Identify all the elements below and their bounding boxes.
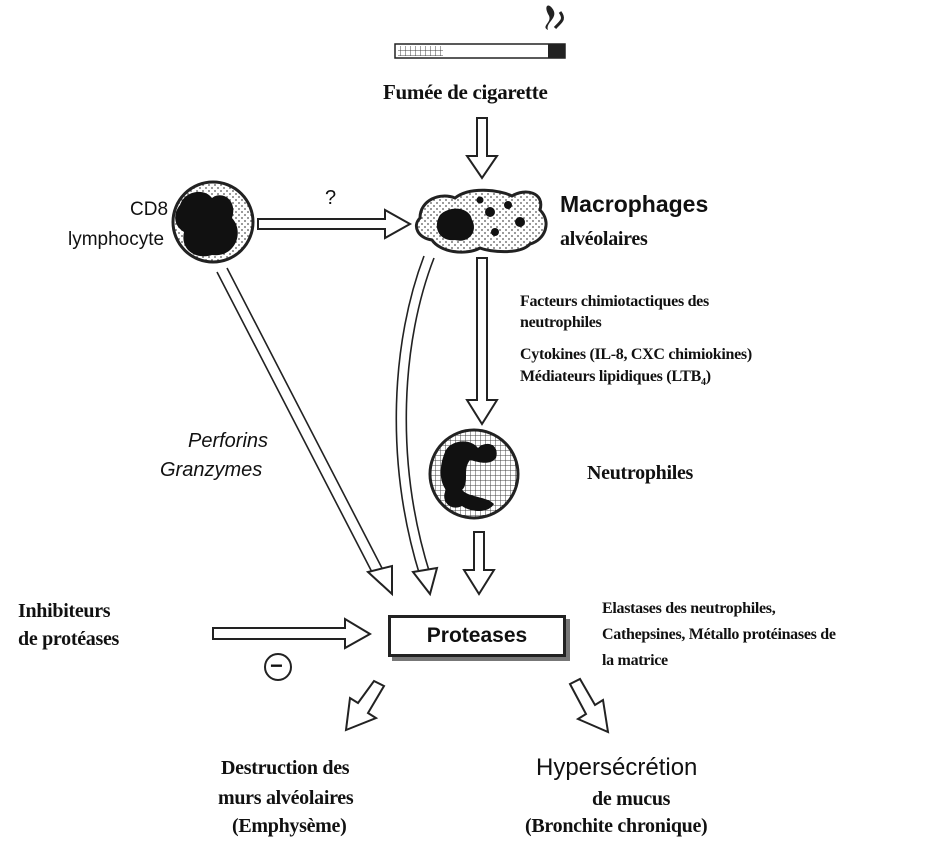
neutrophil-label: Neutrophiles <box>587 462 694 484</box>
perforins-label: Perforins <box>188 430 269 452</box>
factors-line4-text: Médiateurs lipidiques (LTB <box>520 368 701 385</box>
arrow-smoke-to-macrophage <box>465 117 499 180</box>
neutrophil-cell-icon <box>428 428 520 520</box>
arrow-macrophage-to-proteases <box>395 255 439 597</box>
enzymes-line1: Elastases des neutrophiles, <box>602 600 776 617</box>
arrow-inhibitors-to-proteases <box>212 617 372 650</box>
factors-line4: Médiateurs lipidiques (LTB4) <box>520 368 711 389</box>
minus-circle-icon <box>264 653 292 681</box>
granzymes-label: Granzymes <box>160 459 263 481</box>
arrow-neutrophil-to-proteases <box>462 531 496 596</box>
arrow-proteases-to-hypersecretion <box>568 677 610 734</box>
minus-sign: − <box>270 653 283 678</box>
macrophage-label-line2: alvéolaires <box>560 228 648 250</box>
proteases-box: Proteases <box>388 615 566 657</box>
macrophage-label-line1: Macrophages <box>560 191 709 217</box>
arrow-cd8-to-proteases <box>216 267 393 597</box>
hypersecretion-line1: Hypersécrétion <box>536 754 698 781</box>
cd8-lymphocyte-cell-icon <box>171 180 255 264</box>
destruction-line1: Destruction des <box>221 757 350 779</box>
hypersecretion-line3: (Bronchite chronique) <box>525 815 708 837</box>
hypersecretion-line2: de mucus <box>592 788 671 810</box>
arrow-cd8-to-macrophage <box>257 208 413 240</box>
enzymes-line3: la matrice <box>602 652 668 669</box>
enzymes-line2: Cathepsines, Métallo protéinases de <box>602 626 836 643</box>
inhibitors-label-line1: Inhibiteurs <box>18 600 111 622</box>
cd8-label-line2: lymphocyte <box>68 229 165 250</box>
destruction-line2: murs alvéolaires <box>218 787 354 809</box>
proteases-label: Proteases <box>426 624 528 647</box>
factors-line3: Cytokines (IL-8, CXC chimiokines) <box>520 346 752 363</box>
destruction-line3: (Emphysème) <box>232 815 347 837</box>
arrow-macrophage-to-neutrophil <box>465 257 499 426</box>
inhibitors-label-line2: de protéases <box>18 628 120 650</box>
cigarette-icon <box>394 5 566 59</box>
smoke-label: Fumée de cigarette <box>383 80 548 104</box>
factors-line1: Facteurs chimiotactiques des <box>520 293 709 310</box>
arrow-proteases-to-destruction <box>344 679 386 732</box>
factors-line4-subscript: 4 <box>700 377 706 389</box>
factors-line2: neutrophiles <box>520 314 602 331</box>
cd8-label-line1: CD8 <box>130 199 169 220</box>
macrophage-cell-icon <box>415 188 548 254</box>
factors-line4-close: ) <box>705 368 711 385</box>
question-mark: ? <box>325 187 337 209</box>
